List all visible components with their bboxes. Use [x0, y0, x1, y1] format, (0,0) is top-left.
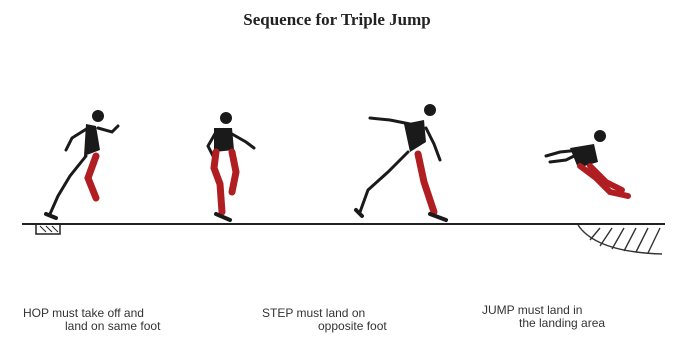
hop-caption: HOP must take off and land on same foot [23, 307, 160, 333]
step-caption-line2: opposite foot [318, 319, 387, 333]
step-caption: STEP must land on opposite foot [262, 307, 387, 333]
hop-caption-line2: land on same foot [65, 319, 161, 333]
jump-caption: JUMP must land in the landing area [482, 304, 605, 330]
diagram-title: Sequence for Triple Jump [243, 10, 431, 29]
takeoff-board [35, 223, 61, 235]
step-caption-line1: STEP must land on [262, 306, 366, 320]
jump-caption-line2: the landing area [519, 316, 606, 330]
hop-figure [44, 110, 120, 220]
transition-figure [206, 112, 256, 222]
step-figure [354, 104, 448, 222]
jump-caption-line1: JUMP must land in [482, 303, 583, 317]
landing-pit [577, 224, 663, 255]
jump-figure [544, 130, 631, 199]
hop-caption-line1: HOP must take off and [23, 306, 144, 320]
